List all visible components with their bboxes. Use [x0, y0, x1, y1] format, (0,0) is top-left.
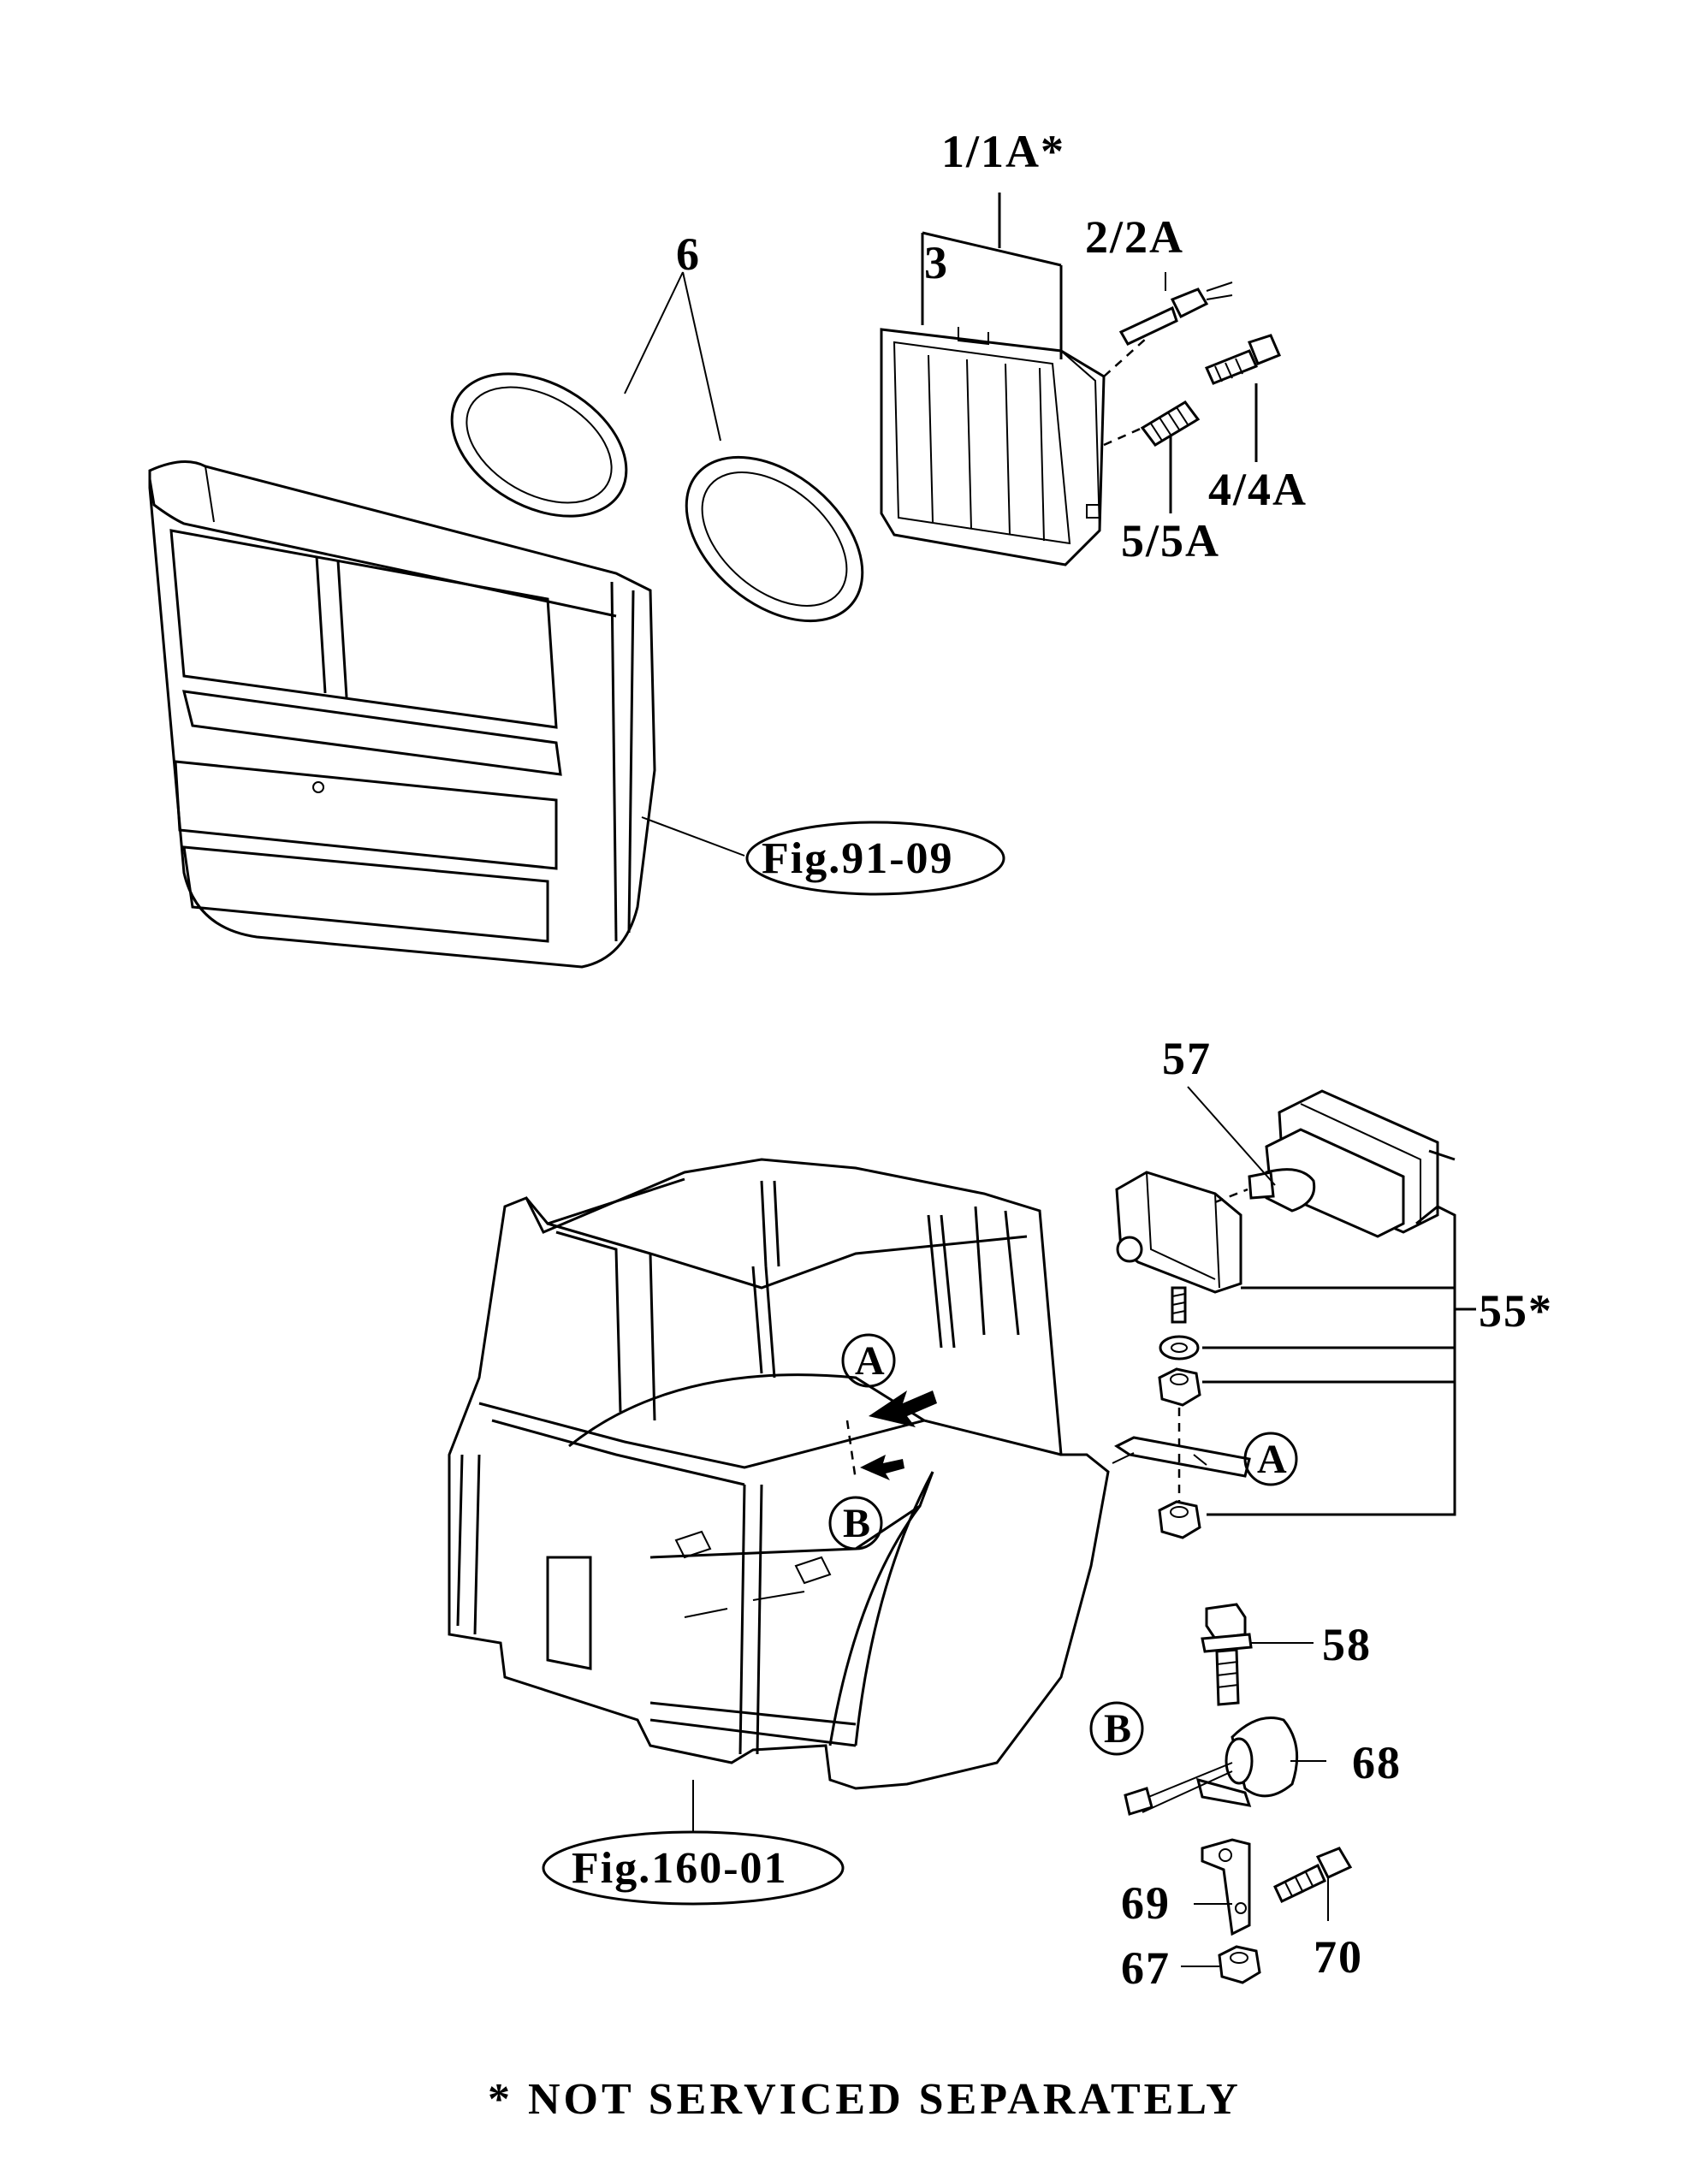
work-lamp-icon: [1115, 1089, 1439, 1294]
detail-label-a-cab: A: [855, 1338, 885, 1384]
figure-ref-cab: Fig.160-01: [572, 1844, 788, 1893]
bulb-icon: [1118, 282, 1233, 346]
callout-6: 6: [676, 228, 701, 280]
figure-ref-grille: Fig.91-09: [762, 834, 954, 883]
nut-icon: [1218, 1945, 1261, 1984]
callout-3: 3: [924, 237, 949, 288]
callout-55: 55*: [1479, 1285, 1553, 1337]
detail-label-b-horn: B: [1104, 1706, 1131, 1752]
callout-67: 67: [1121, 1942, 1171, 1994]
bolt-icon: [1171, 1286, 1187, 1324]
callout-2-2a: 2/2A: [1085, 211, 1184, 263]
nut-icon: [1158, 1500, 1201, 1539]
detail-label-a-lamp: A: [1257, 1437, 1287, 1482]
bracket-icon: [1201, 1838, 1251, 1936]
callout-70: 70: [1314, 1931, 1363, 1983]
callout-5-5a: 5/5A: [1121, 515, 1220, 566]
callout-1-1a: 1/1A*: [941, 126, 1065, 177]
bracket-icon: [1112, 1436, 1251, 1478]
callout-68: 68: [1352, 1737, 1402, 1788]
callout-58: 58: [1322, 1619, 1372, 1670]
callout-4-4a: 4/4A: [1208, 464, 1308, 515]
callout-69: 69: [1121, 1877, 1171, 1929]
callout-57: 57: [1162, 1033, 1212, 1084]
horn-icon: [1124, 1717, 1299, 1816]
washer-icon: [1159, 1335, 1200, 1361]
nut-icon: [1158, 1367, 1201, 1407]
spring-icon: [1140, 400, 1201, 447]
grille-icon: [148, 460, 656, 969]
gasket-icon: [450, 372, 864, 623]
bolt-icon: [1201, 1603, 1253, 1706]
figure-ref-grille-oval: [745, 821, 1005, 896]
screw-icon: [1273, 1847, 1353, 1904]
bulb-icon: [1214, 1168, 1316, 1213]
arrow-icon: [860, 1390, 937, 1480]
cab-icon: [448, 1158, 1110, 1790]
headlamp-icon: [880, 327, 1106, 566]
screw-icon: [1204, 334, 1281, 385]
footnote: * NOT SERVICED SEPARATELY: [488, 2075, 1242, 2124]
detail-label-b-cab: B: [843, 1501, 870, 1546]
